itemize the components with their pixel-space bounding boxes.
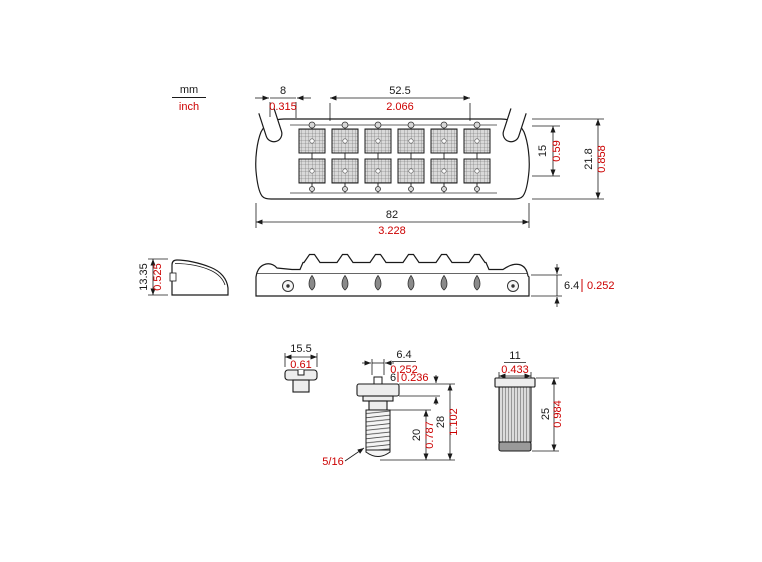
dim-stud-head-height: 6 0.236	[390, 372, 455, 405]
dim-82-inch: 3.228	[378, 225, 406, 237]
dim-stud-6-4-mm: 6.4	[396, 349, 411, 361]
dim-13-35-mm: 13.35	[138, 263, 150, 291]
dim-21-8-mm: 21.8	[583, 148, 595, 169]
legend-mm-label: mm	[180, 84, 198, 96]
dim-6-mm: 6	[390, 372, 396, 384]
dim-stud-total-length: 28 1.102	[380, 384, 460, 461]
dim-28-inch: 1.102	[448, 408, 460, 436]
dim-8-inch: 0.315	[269, 101, 297, 113]
dim-overall-width: 82 3.228	[255, 203, 530, 237]
unit-legend: mm inch	[172, 84, 206, 113]
dim-plate-6-4-mm: 6.4	[564, 280, 579, 292]
dim-thread-length: 20 0.787	[390, 409, 436, 460]
dim-15-inch: 0.59	[551, 140, 563, 161]
dim-bushing-diameter: 11 0.433	[498, 350, 532, 379]
dim-82-mm: 82	[386, 209, 398, 221]
bushing-view	[494, 377, 536, 452]
dim-plate-6-4-inch: 0.252	[587, 280, 615, 292]
dim-13-35-inch: 0.525	[152, 263, 164, 291]
bridge-top-view	[255, 108, 530, 200]
dim-25-inch: 0.984	[552, 400, 564, 428]
end-view-outline	[171, 259, 229, 296]
mount-hole-right	[507, 280, 519, 292]
bridge-side-view	[255, 253, 530, 297]
mount-slot-right	[502, 108, 527, 143]
mount-slot-left	[258, 108, 283, 143]
dim-plate-thickness: 6.4 0.252	[531, 264, 615, 307]
thread-spec-label: 5/16	[322, 456, 343, 468]
dim-28-mm: 28	[435, 416, 447, 428]
dim-25-mm: 25	[540, 408, 552, 420]
thread-spec-callout: 5/16	[322, 447, 365, 468]
dim-stud-head-width: 15.5 0.61	[284, 343, 318, 371]
dim-52-5-mm: 52.5	[389, 85, 410, 97]
dim-stud-shaft: 6.4 0.252	[362, 349, 418, 376]
dim-15-5-inch: 0.61	[290, 359, 311, 371]
dim-stud-6-4-inch: 0.252	[390, 364, 418, 376]
dim-20-inch: 0.787	[424, 421, 436, 449]
dim-bushing-length: 25 0.984	[532, 377, 564, 452]
dim-end-height: 13.35 0.525	[138, 258, 168, 296]
dim-8-mm: 8	[280, 85, 286, 97]
dim-saddle-span: 52.5 2.066	[329, 85, 471, 121]
dim-11-inch: 0.433	[501, 364, 529, 376]
legend-inch-label: inch	[179, 101, 199, 113]
stud-head-view	[284, 369, 318, 393]
side-view-outline	[255, 253, 530, 297]
dim-15-5-mm: 15.5	[290, 343, 311, 355]
bridge-end-view	[169, 259, 229, 296]
dim-body-height: 15 0.59	[532, 125, 563, 177]
stud-side-view	[356, 376, 400, 457]
mount-hole-left	[282, 280, 294, 292]
dim-overall-height: 21.8 0.858	[532, 118, 608, 200]
dim-20-mm: 20	[411, 429, 423, 441]
dim-21-8-inch: 0.858	[596, 145, 608, 173]
dim-6-inch: 0.236	[401, 372, 429, 384]
dim-52-5-inch: 2.066	[386, 101, 414, 113]
dim-15-mm: 15	[537, 145, 549, 157]
dim-slot-offset: 8 0.315	[255, 85, 311, 118]
dim-11-mm: 11	[509, 350, 520, 362]
